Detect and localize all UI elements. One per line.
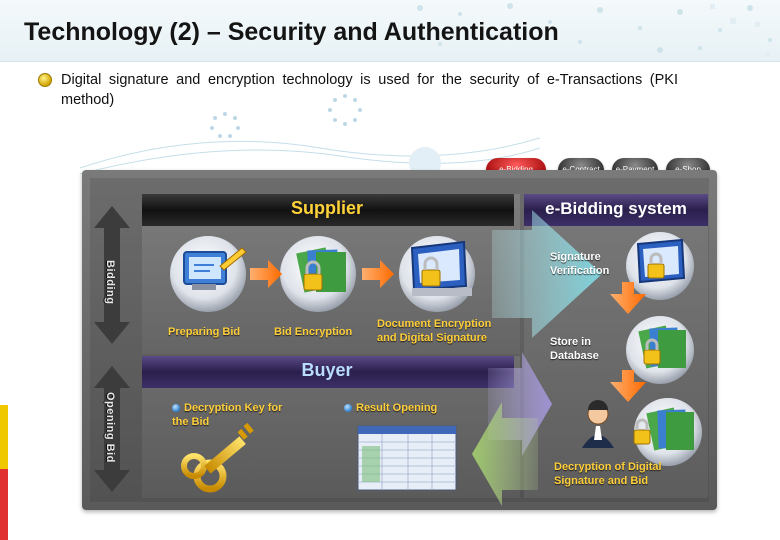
arrow-supplier-to-system <box>492 210 602 338</box>
decorative-dot-pattern <box>417 3 772 57</box>
title-bar: Technology (2) – Security and Authentica… <box>0 0 780 62</box>
e-bidding-process-diagram: Supplier e-Bidding system Buyer Bidding … <box>82 170 717 510</box>
bidding-label: Bidding <box>104 260 116 305</box>
decryption-key-icon <box>181 422 254 493</box>
side-accent-red <box>0 469 8 540</box>
document-encryption-label: Document Encryption and Digital Signatur… <box>377 318 492 344</box>
arrow-system-to-buyer <box>472 402 538 506</box>
bullet-text: Digital signature and encryption technol… <box>61 72 678 108</box>
arrow-store-to-decrypt <box>610 370 646 402</box>
bullet-icon <box>38 73 52 87</box>
result-opening-label: Result Opening <box>344 401 464 415</box>
bullet-dot-icon <box>344 404 352 413</box>
opening-double-arrow <box>94 366 130 492</box>
arrow-prepare-to-encrypt <box>250 260 282 288</box>
database-folder-icon <box>638 325 686 369</box>
supplier-header: Supplier <box>290 198 363 218</box>
bid-encryption-label: Bid Encryption <box>274 326 353 338</box>
system-header: e-Bidding system <box>545 199 687 218</box>
store-database-label: Store in Database <box>550 336 599 362</box>
buyer-person-icon <box>582 400 614 448</box>
signature-verification-label: Signature Verification <box>550 251 610 277</box>
bullet-dot-icon <box>172 404 180 413</box>
decrypted-folder-icon <box>633 407 694 451</box>
decryption-key-text: Decryption Key for the Bid <box>172 402 283 428</box>
buyer-header: Buyer <box>301 360 353 380</box>
bidding-double-arrow <box>94 206 130 344</box>
buyer-header-bar <box>142 356 514 388</box>
page-title: Technology (2) – Security and Authentica… <box>24 18 559 46</box>
result-spreadsheet-icon <box>357 425 457 491</box>
arrow-encrypt-to-sign <box>362 260 394 288</box>
encrypted-folder-icon <box>296 247 346 293</box>
side-accent-yellow <box>0 405 8 469</box>
verification-monitor-icon <box>636 238 686 284</box>
preparing-bid-label: Preparing Bid <box>168 326 241 338</box>
system-header-bar <box>524 194 708 226</box>
computer-monitor-icon <box>183 247 247 290</box>
decryption-key-label: Decryption Key for the Bid <box>172 401 292 429</box>
supplier-header-bar <box>142 194 514 226</box>
decorative-background-graphic <box>80 94 540 178</box>
decryption-signature-label: Decryption of Digital Signature and Bid <box>554 461 662 487</box>
result-opening-text: Result Opening <box>356 402 438 414</box>
opening-bid-label: Opening Bid <box>104 392 116 463</box>
signed-document-monitor-icon <box>410 240 472 296</box>
diagram-artwork <box>94 194 708 506</box>
arrow-verify-to-store <box>610 282 646 314</box>
